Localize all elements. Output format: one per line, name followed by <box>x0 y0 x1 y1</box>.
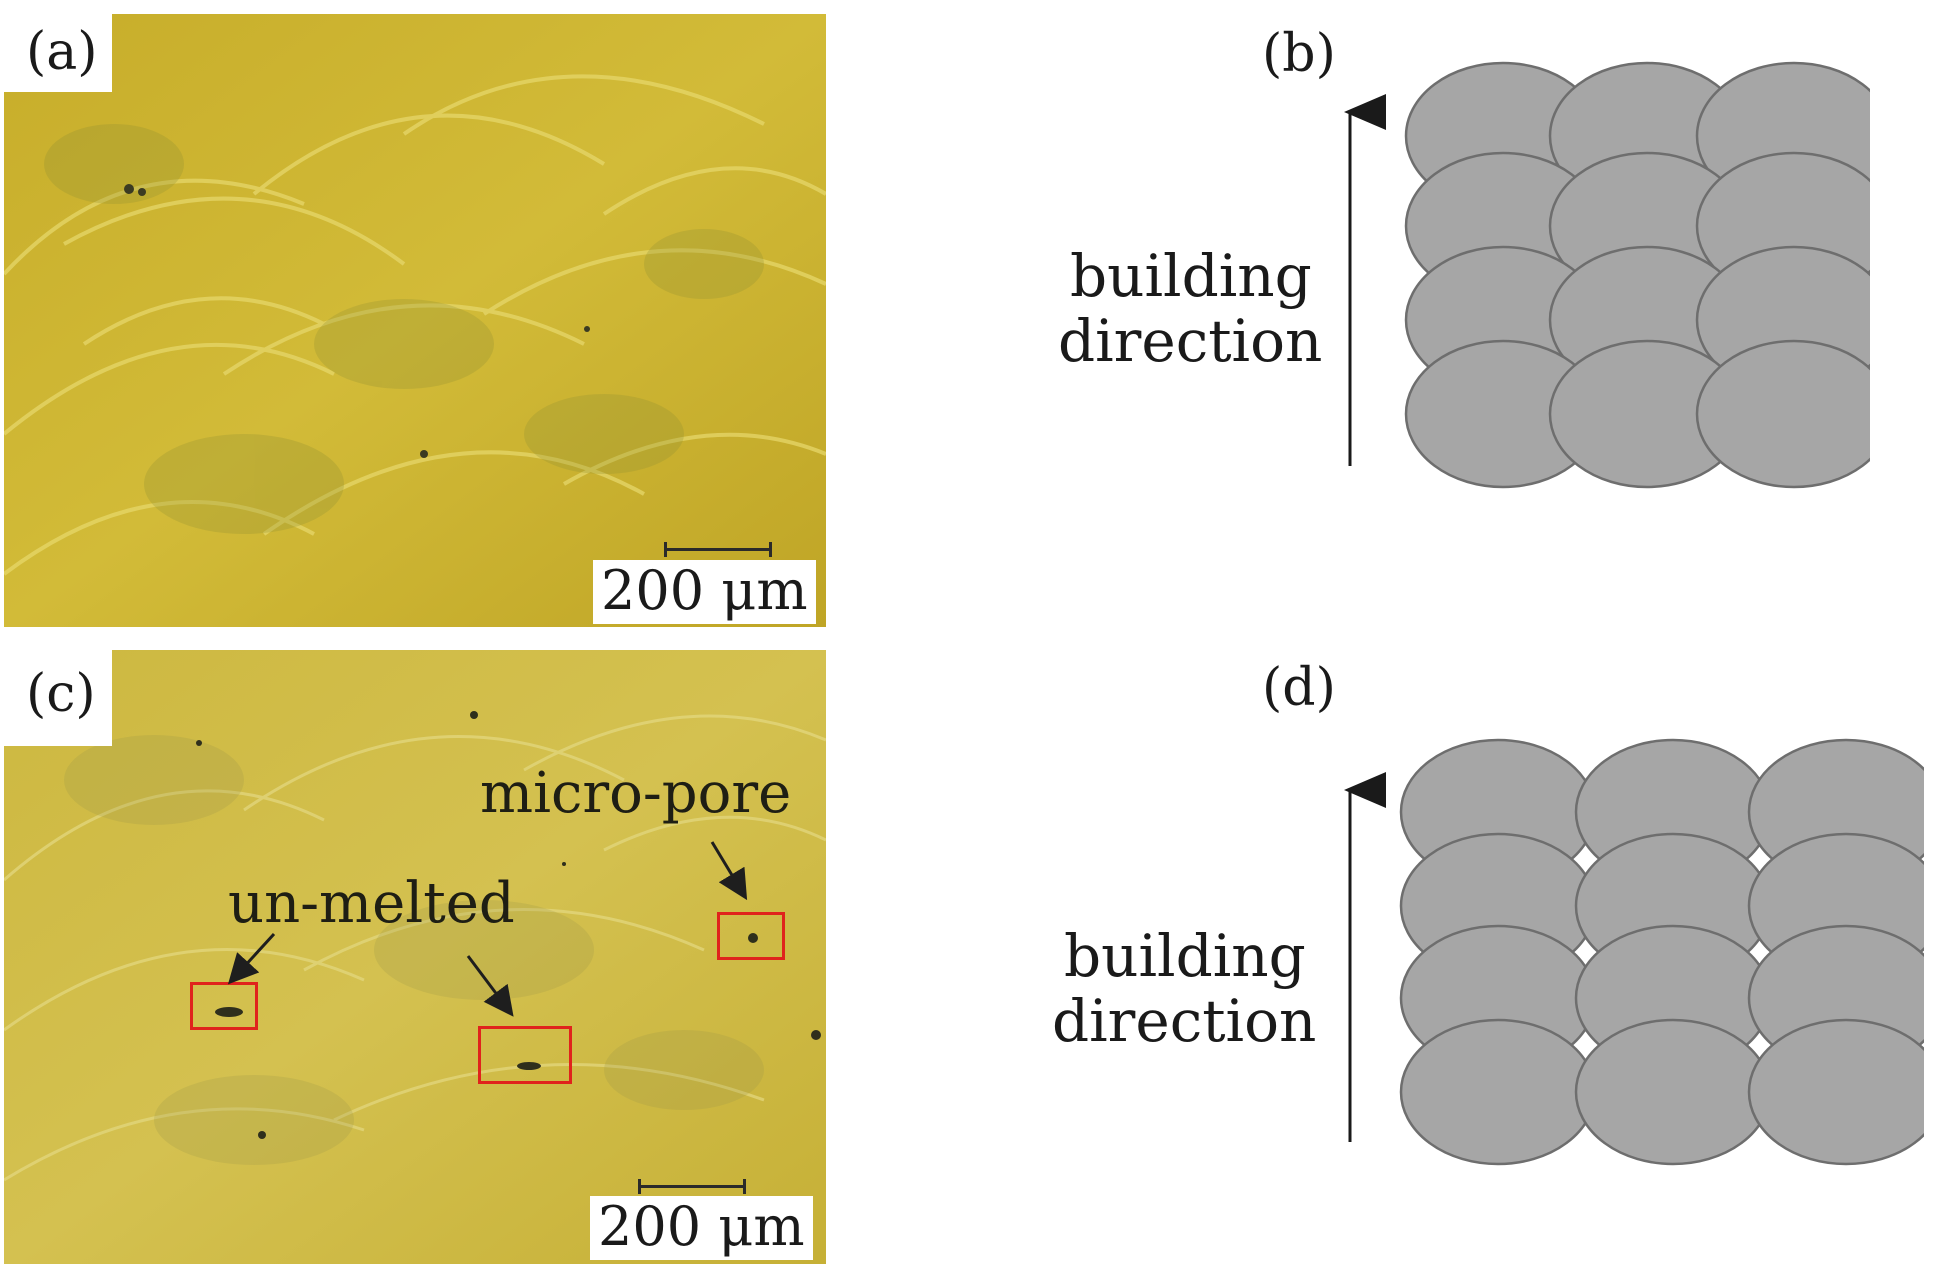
panel-label-d: (d) <box>1262 658 1336 718</box>
micrograph-a-texture <box>4 14 826 627</box>
melt-pool-d-r4c2 <box>1574 1018 1772 1166</box>
melt-pool-schematic-d <box>1344 738 1924 1166</box>
scale-label-c: 200 μm <box>590 1196 813 1260</box>
unmelted-box-1 <box>190 982 258 1030</box>
unmelted-label: un-melted <box>228 871 515 936</box>
melt-pool-schematic-b <box>1344 61 1870 489</box>
scale-label-a: 200 μm <box>593 560 816 624</box>
panel-label-c: (c) <box>4 650 112 746</box>
building-direction-label-d: building direction <box>1052 922 1317 1055</box>
melt-pool-d-r4c3 <box>1747 1018 1924 1166</box>
building-direction-label-b: building direction <box>1058 242 1323 375</box>
micropore-label: micro-pore <box>480 761 792 826</box>
micrograph-c <box>4 650 826 1264</box>
micropore-box <box>717 912 785 960</box>
micrograph-a <box>4 14 826 627</box>
scale-bar-a <box>664 542 772 557</box>
unmelted-box-2 <box>478 1026 572 1084</box>
melt-pool-d-r4c1 <box>1399 1018 1597 1166</box>
panel-label-a: (a) <box>4 14 112 92</box>
scale-bar-c <box>638 1179 746 1194</box>
micrograph-c-texture <box>4 650 826 1264</box>
melt-pool-b-r4c3 <box>1695 339 1870 489</box>
panel-label-b: (b) <box>1262 24 1336 84</box>
annotation-arrows-c <box>227 841 748 1017</box>
